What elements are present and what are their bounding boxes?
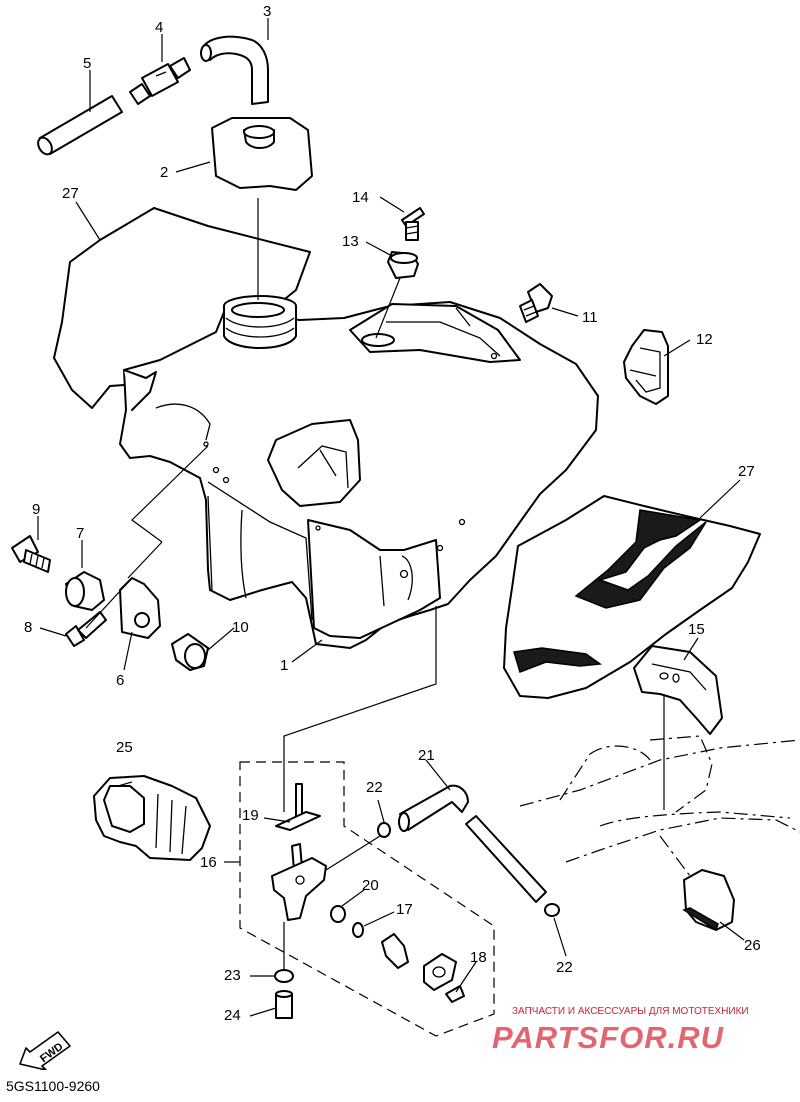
callout-24: 24 [224, 1007, 241, 1024]
part-5-breather-hose [37, 95, 123, 156]
callout-3: 3 [263, 3, 271, 20]
forward-arrow-icon: FWD [19, 1031, 71, 1070]
watermark-brand: PARTSFOR.RU [492, 1020, 725, 1055]
part-15-tank-clamp [633, 645, 723, 735]
callout-8: 8 [24, 619, 32, 636]
callout-27-right: 27 [738, 463, 755, 480]
watermark-subtitle: ЗАПЧАСТИ И АКСЕССУАРЫ ДЛЯ МОТОТЕХНИКИ [512, 1006, 749, 1017]
part-9-flange-bolt [11, 535, 51, 573]
part-17-gasket [352, 922, 364, 938]
leader-bracket-to-tank [131, 445, 209, 543]
callout-25: 25 [116, 739, 133, 756]
part-20-o-ring [330, 905, 346, 923]
part-22-hose-clip-upper [377, 822, 391, 838]
part-13-collar [375, 251, 419, 339]
part-25-fuel-cock-guard [93, 775, 211, 861]
part-14-screw [401, 207, 425, 241]
part-27-right-side-cover [503, 495, 761, 699]
part-10-collar [171, 633, 209, 671]
diagram-reference-code: 5GS1100-9260 [6, 1078, 100, 1094]
callout-13: 13 [342, 233, 359, 250]
fuel-cock-body [271, 835, 381, 970]
part-11-bolt [519, 283, 553, 323]
leader-tank-to-cock [283, 606, 437, 812]
frame-phantom-outline [519, 735, 800, 901]
callout-6: 6 [116, 672, 124, 689]
part-8-bolt [65, 611, 107, 647]
part-3-cap-hose [200, 35, 269, 105]
callout-23: 23 [224, 967, 241, 984]
callout-18: 18 [470, 949, 487, 966]
callout-10: 10 [232, 619, 249, 636]
callout-leaders [37, 18, 745, 1017]
callout-9: 9 [32, 501, 40, 518]
callout-21: 21 [418, 747, 435, 764]
part-1-fuel-tank [119, 295, 599, 649]
callout-22-upper: 22 [366, 779, 383, 796]
callout-17: 17 [396, 901, 413, 918]
part-6-bracket [85, 577, 161, 639]
callout-1: 1 [280, 657, 288, 674]
part-23-washer [274, 969, 294, 983]
leader-bracket-lower [127, 541, 163, 579]
part-7-grommet [65, 571, 105, 611]
part-16-fuel-cock-assembly-outline [239, 761, 495, 1037]
callout-5: 5 [83, 55, 91, 72]
callout-7: 7 [76, 525, 84, 542]
callout-20: 20 [362, 877, 379, 894]
callout-22-lower: 22 [556, 959, 573, 976]
callout-labels: 1 2 3 4 5 6 7 8 9 10 11 12 13 14 15 16 1… [24, 3, 761, 1024]
callout-12: 12 [696, 331, 713, 348]
callout-2: 2 [160, 164, 168, 181]
callout-16: 16 [200, 854, 217, 871]
callout-15: 15 [688, 621, 705, 638]
callout-19: 19 [242, 807, 259, 824]
callout-4: 4 [155, 19, 163, 36]
part-26-frame-guard [682, 869, 735, 932]
part-24-drain-bolt [275, 990, 293, 1019]
part-2-fuel-cap [211, 117, 313, 191]
part-4-check-valve [129, 57, 191, 105]
callout-14: 14 [352, 189, 369, 206]
part-21-fuel-hose [398, 784, 547, 903]
callout-27-left: 27 [62, 185, 79, 202]
part-19-filter-screen [275, 783, 321, 831]
part-18-lever-and-plate [381, 933, 465, 1003]
callout-26: 26 [744, 937, 761, 954]
part-12-cable-clip [623, 329, 669, 405]
callout-11: 11 [582, 309, 598, 326]
part-22-hose-clip-lower [544, 903, 560, 917]
